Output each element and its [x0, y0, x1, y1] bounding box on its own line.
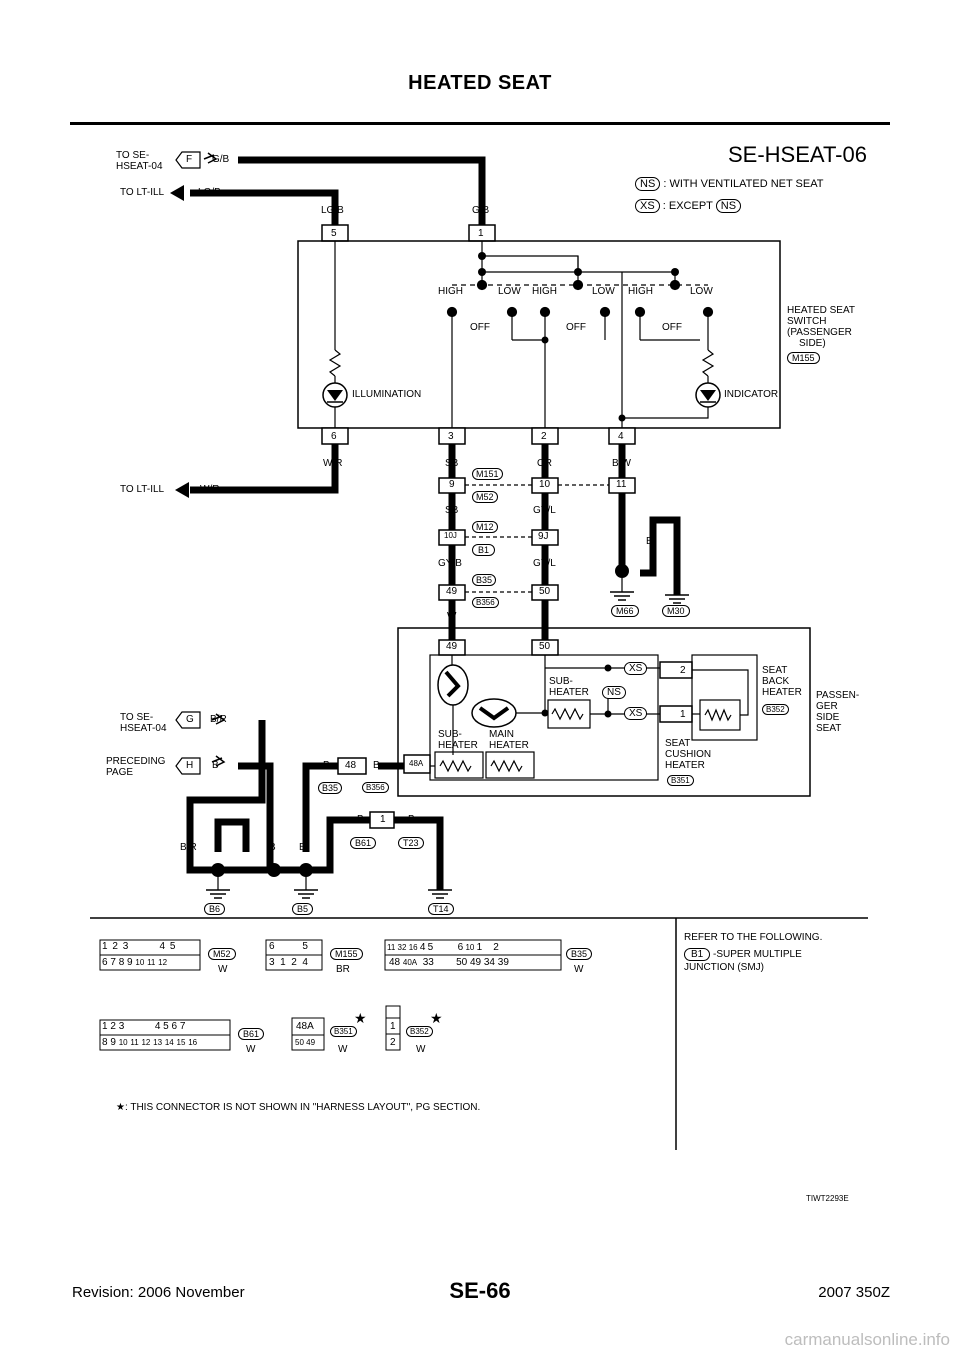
- seat-label: PASSEN- GER SIDE SEAT: [816, 690, 860, 734]
- ref-preceding: PRECEDING PAGE: [106, 756, 166, 778]
- conn-m155-row2: 3 1 2 4: [269, 957, 308, 968]
- footer-model: 2007 350Z: [818, 1284, 890, 1301]
- conn-m155-row1: 6 5: [269, 941, 308, 952]
- footer-page-number: SE-66: [449, 1278, 511, 1303]
- wire-lgb-feed: [190, 189, 339, 225]
- conn-b35-row2: 48 40A 33 50 49 34 39: [389, 957, 509, 968]
- conn-b35-row1: 11 32 16 4 5 6 10 1 2: [387, 942, 499, 953]
- seat-sub-heater-top: SUB- HEATER: [549, 676, 589, 698]
- footer-revision: Revision: 2006 November: [72, 1284, 245, 1301]
- ref-f: F: [186, 154, 193, 165]
- switch-label: HEATED SEAT SWITCH (PASSENGER SIDE): [787, 305, 855, 349]
- switch-connector-tag: M155: [787, 352, 820, 364]
- arrow-left-icon: [175, 482, 189, 498]
- ref-f-hex: [175, 151, 201, 169]
- legend-ns: NS : WITH VENTILATED NET SEAT: [635, 177, 823, 191]
- header-rule: [70, 122, 890, 125]
- seat-back-heater: SEAT BACK HEATER: [762, 665, 802, 698]
- resistor-icon: [328, 349, 342, 377]
- wire-gb-feed: [238, 156, 486, 225]
- smj-note: B1 -SUPER MULTIPLE JUNCTION (SMJ): [684, 948, 802, 973]
- wire-label-gb-top: G/B: [212, 154, 230, 165]
- image-code: TIWT2293E: [806, 1194, 849, 1203]
- watermark: carmanualsonline.info: [784, 1330, 950, 1349]
- resistor-icon: [701, 349, 715, 377]
- arrow-left-icon: [170, 185, 184, 201]
- ref-to-lt-ill-bottom: TO LT-ILL: [120, 484, 165, 495]
- ref-to-se-1: TO SE- HSEAT-04: [116, 150, 163, 172]
- illumination-label: ILLUMINATION: [352, 389, 422, 400]
- conn-b61-row1: 1 2 3 4 5 6 7: [102, 1021, 186, 1032]
- star-note: ★: THIS CONNECTOR IS NOT SHOWN IN "HARNE…: [116, 1102, 481, 1113]
- wire-label-lgb-top: LG/B: [198, 187, 221, 198]
- conn-m52-row1: 1 2 3 4 5: [102, 941, 177, 952]
- ref-to-lt-ill-top: TO LT-ILL: [120, 187, 165, 198]
- conn-b351-row2: 50 49: [295, 1038, 316, 1047]
- seat-box: [397, 627, 811, 797]
- legend-xs: XS : EXCEPT NS: [635, 199, 742, 213]
- ref-to-se-2: TO SE- HSEAT-04: [120, 712, 167, 734]
- seat-sub-heater-bottom: SUB- HEATER: [438, 729, 478, 751]
- diagram-id: SE-HSEAT-06: [728, 142, 867, 167]
- refer-note: REFER TO THE FOLLOWING.: [684, 932, 823, 943]
- ground-splice-icon: [615, 564, 629, 578]
- arrow-right-icon: [203, 152, 218, 164]
- conn-b61-row2: 8 9 10 11 12 13 14 15 16: [102, 1037, 198, 1048]
- seat-main-heater: MAIN HEATER: [489, 729, 529, 751]
- wire-label-lgb: LG/B: [321, 205, 344, 216]
- indicator-label: INDICATOR: [724, 389, 779, 400]
- seat-cushion-heater: SEAT CUSHION HEATER: [665, 738, 712, 771]
- conn-m52-row2: 6 7 8 9 10 11 12: [102, 957, 168, 968]
- page-title: HEATED SEAT: [408, 72, 552, 94]
- wire-label-gb: G/B: [472, 205, 490, 216]
